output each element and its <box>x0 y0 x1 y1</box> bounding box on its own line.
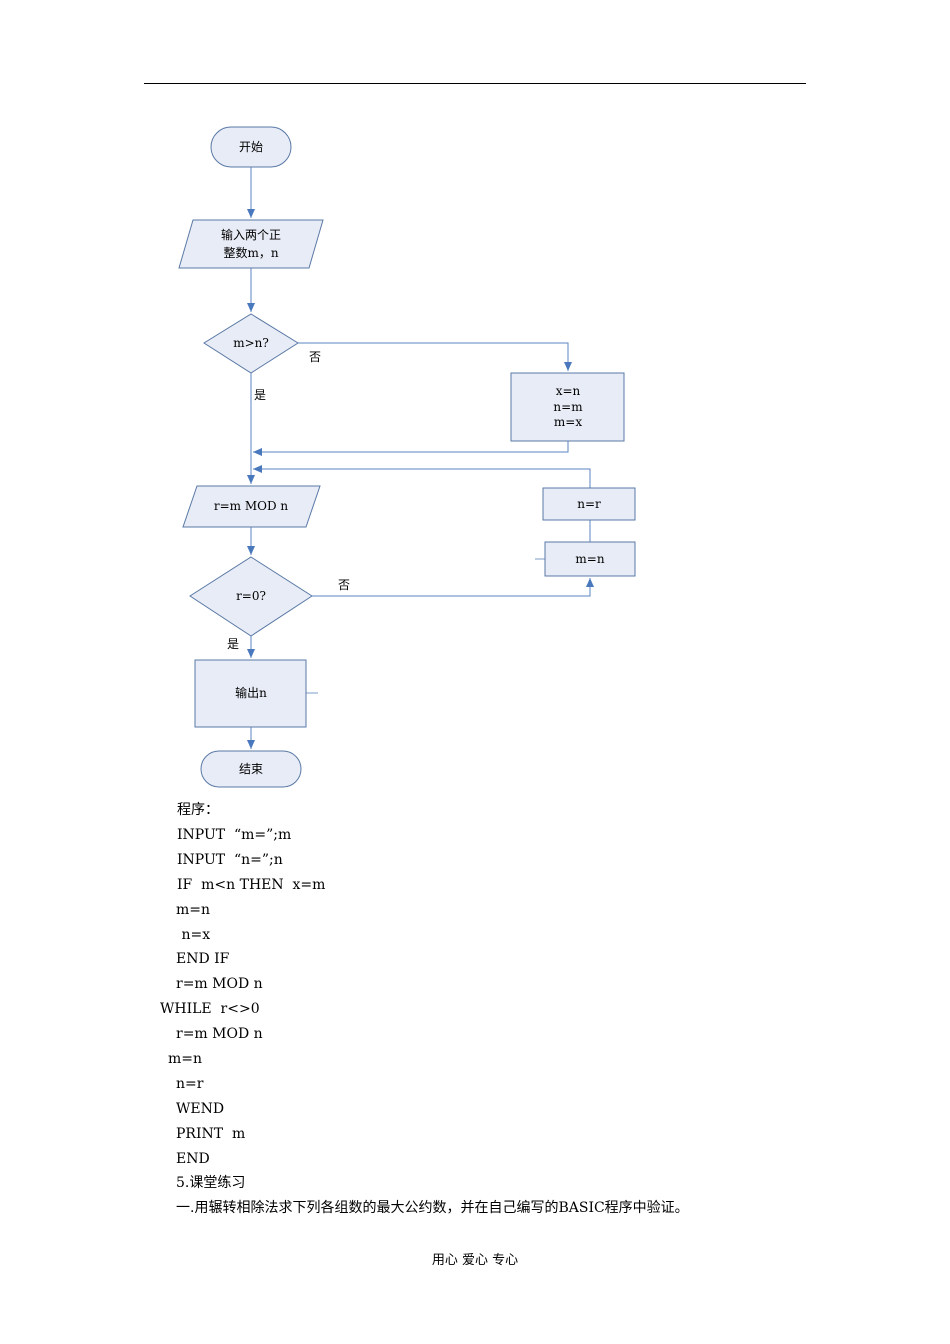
code-line: n=r <box>176 1076 204 1092</box>
code-line: IF m<n THEN x=m <box>177 877 326 893</box>
end-label: 结束 <box>239 762 263 776</box>
input-parallelogram <box>178 219 324 269</box>
input-label-line1: 输入两个正 <box>221 227 281 242</box>
swap-line-3: m=x <box>554 415 582 429</box>
code-line: END IF <box>176 951 230 967</box>
page-footer: 用心 爱心 专心 <box>431 1253 519 1268</box>
arrow-cond2-no <box>312 578 594 597</box>
code-line: m=n <box>176 902 211 918</box>
end-terminal <box>200 750 302 788</box>
code-line: INPUT “m=”;m <box>177 827 292 843</box>
swap-process-box <box>510 372 625 442</box>
decision-1-no-label: 否 <box>309 350 321 364</box>
arrow-cond1-no <box>298 342 572 371</box>
header-rule <box>144 83 806 84</box>
compute-parallelogram <box>182 485 321 528</box>
assign-m-box <box>544 541 636 577</box>
code-line: r=m MOD n <box>176 976 263 992</box>
decision-2-no-label: 否 <box>338 578 350 592</box>
decision-r-eq-0-label: r=0? <box>236 589 266 603</box>
arrow-swap-merge <box>253 441 569 456</box>
compute-label: r=m MOD n <box>214 499 289 513</box>
program-heading: 程序： <box>177 802 219 818</box>
decision-m-gt-n <box>203 313 299 374</box>
output-label: 输出n <box>235 685 267 700</box>
exercise-text: 一.用辗转相除法求下列各组数的最大公约数，并在自己编写的BASIC程序中验证。 <box>176 1200 689 1216</box>
output-box <box>194 659 307 728</box>
code-line: WHILE r<>0 <box>160 1001 260 1017</box>
code-line: INPUT “n=”;n <box>177 852 283 868</box>
section-heading: 5.课堂练习 <box>176 1175 246 1191</box>
input-label-line2: 整数m，n <box>223 245 278 260</box>
arrow-loop-back <box>253 465 591 488</box>
code-line: WEND <box>176 1101 225 1117</box>
assign-n-label: n=r <box>577 497 601 511</box>
assign-n-box <box>542 487 636 521</box>
decision-m-gt-n-label: m>n? <box>233 336 269 350</box>
code-line: END <box>176 1151 210 1167</box>
start-label: 开始 <box>239 140 263 154</box>
code-line: m=n <box>168 1051 203 1067</box>
flowchart: 开始 输入两个正 整数m，n m>n? 否 是 x=n n=m m=x r=m … <box>178 126 636 788</box>
decision-2-yes-label: 是 <box>227 637 239 651</box>
code-line: n=x <box>177 927 211 943</box>
code-line: PRINT m <box>176 1126 246 1142</box>
swap-line-1: x=n <box>556 384 581 398</box>
code-line: r=m MOD n <box>176 1026 263 1042</box>
start-terminal <box>210 126 292 168</box>
decision-r-eq-0 <box>189 556 313 637</box>
assign-m-label: m=n <box>575 552 604 566</box>
decision-1-yes-label: 是 <box>254 388 266 402</box>
swap-line-2: n=m <box>553 400 583 414</box>
